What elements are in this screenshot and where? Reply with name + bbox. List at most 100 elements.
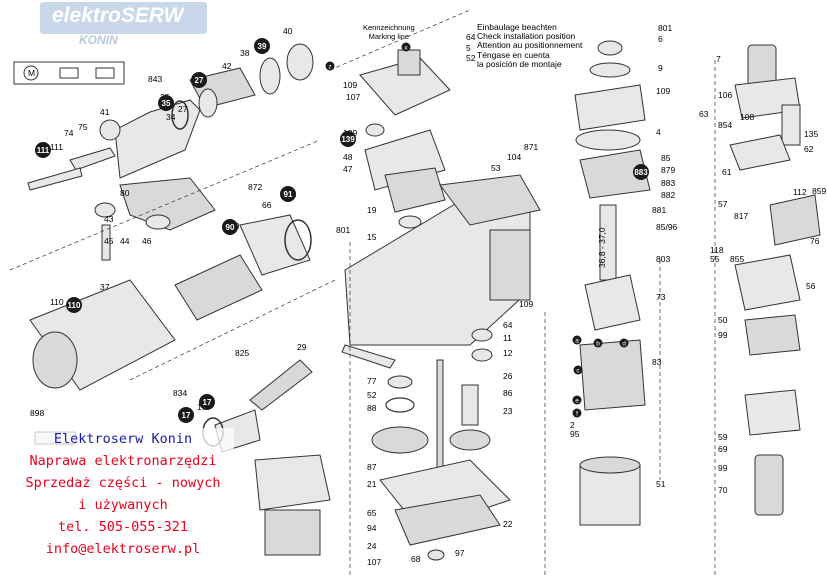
part-number-label: 19 xyxy=(367,205,377,215)
part-number-label: 135 xyxy=(804,129,818,139)
marking-note: Kennzeichnung Marking line xyxy=(363,23,415,41)
advert-line: Elektroserw Konin xyxy=(53,431,193,447)
part-number-label: 63 xyxy=(699,109,709,119)
motor-symbol-group: M xyxy=(13,61,125,85)
badge-label: 39 xyxy=(258,42,267,51)
o-ring-part xyxy=(284,219,312,261)
part-number-label: 68 xyxy=(411,554,421,564)
motor-housing-part xyxy=(254,454,331,511)
gear-wheel-part xyxy=(449,429,491,451)
part-number-label: 108 xyxy=(740,112,754,122)
shaft-part xyxy=(436,359,444,471)
part-number-label: 53 xyxy=(491,163,501,173)
part-number-label: 97 xyxy=(455,548,465,558)
install-note-line: la posición de montaje xyxy=(477,58,562,69)
part-number-label: 109 xyxy=(656,86,670,96)
top-cover-part xyxy=(439,174,541,226)
field-coil-part xyxy=(579,339,646,411)
part-number-label: 882 xyxy=(661,190,675,200)
part-number-label: 65 xyxy=(367,508,377,518)
bearing-part xyxy=(387,375,413,389)
reference-marker: c xyxy=(573,365,583,375)
part-number-label: 55 xyxy=(710,254,720,264)
part-number-badge: 139 xyxy=(340,131,356,147)
part-number-label: 46 xyxy=(142,236,152,246)
reference-marker: f xyxy=(572,408,582,418)
motor-assembly xyxy=(574,40,651,526)
part-number-label: 88 xyxy=(367,403,377,413)
part-number-label: 57 xyxy=(718,199,728,209)
part-number-label: 70 xyxy=(718,485,728,495)
part-number-label: 109 xyxy=(519,299,533,309)
part-number-label: 4 xyxy=(656,127,661,137)
advert-line: tel. 505-055-321 xyxy=(57,519,189,535)
o-ring-part xyxy=(171,100,189,130)
part-number-label: 118 xyxy=(710,245,724,255)
marker-circle xyxy=(572,335,582,345)
part-number-label: 843 xyxy=(148,74,162,84)
marker-circle xyxy=(619,338,629,348)
bolt-part xyxy=(27,167,83,191)
reference-marker: a xyxy=(572,335,582,345)
crank-shaft-part xyxy=(384,167,446,213)
seal-part xyxy=(198,88,218,118)
marker-letter: a xyxy=(575,338,579,345)
schematic-frame xyxy=(13,61,125,85)
part-number-label: 883 xyxy=(661,178,675,188)
part-number-label: 42 xyxy=(222,61,232,71)
washer-part xyxy=(94,202,116,218)
dimension-label: 36,8 - 37,0 xyxy=(597,227,607,268)
handle-grip-part xyxy=(754,454,784,516)
marker-letter: d xyxy=(622,341,626,348)
part-number-label: 109 xyxy=(343,80,357,90)
ring-part xyxy=(259,57,281,95)
part-number-badge: 110 xyxy=(66,297,82,313)
part-number-label: 85/96 xyxy=(656,222,678,232)
part-number-label: 99 xyxy=(718,330,728,340)
assembly-line xyxy=(9,139,321,271)
badge-label: 883 xyxy=(634,168,648,177)
part-number-label: 801 xyxy=(658,23,672,33)
striker-assembly xyxy=(29,214,331,556)
assembly-line xyxy=(329,9,471,71)
knob-part xyxy=(365,123,385,137)
part-number-label: 21 xyxy=(367,479,377,489)
crankcase-assembly xyxy=(341,49,541,561)
badge-label: 35 xyxy=(162,99,171,108)
handle-assembly xyxy=(729,44,821,516)
marker-letter: c xyxy=(576,368,580,375)
part-number-label: 7 xyxy=(716,54,721,64)
brush-plate-part xyxy=(584,274,641,331)
gear-wheel-part xyxy=(371,426,429,454)
part-number-label: 95 xyxy=(570,429,580,439)
marking-note-line: Marking line xyxy=(368,32,410,41)
badge-label: 90 xyxy=(226,223,235,232)
badge-circle xyxy=(340,131,356,147)
advert-line: Sprzedaż części - nowych xyxy=(25,475,221,491)
part-number-label: 94 xyxy=(367,523,377,533)
part-number-label: 66 xyxy=(262,200,272,210)
side-plate-part xyxy=(489,229,531,301)
connecting-rod-part xyxy=(249,359,313,411)
disc-part xyxy=(145,214,171,230)
part-number-label: 854 xyxy=(718,120,732,130)
bearing-part xyxy=(398,215,422,229)
part-number-label: 803 xyxy=(656,254,670,264)
part-number-label: 2 xyxy=(570,420,575,430)
install-note-line: Attention au positionnement xyxy=(477,40,583,51)
gear-part xyxy=(239,214,311,276)
part-number-label: 61 xyxy=(722,167,732,177)
switch-part xyxy=(729,134,791,171)
part-number-label: 112 xyxy=(793,187,807,197)
badge-label: 17 xyxy=(203,398,212,407)
marker-circle xyxy=(401,42,411,52)
badge-label: 110 xyxy=(68,301,81,310)
part-number-label: 75 xyxy=(78,122,88,132)
marker-circle xyxy=(572,395,582,405)
bearing-part xyxy=(286,43,314,81)
part-number-label: 881 xyxy=(652,205,666,215)
part-number-label: 64 xyxy=(466,32,476,42)
part-number-label: 56 xyxy=(806,281,816,291)
